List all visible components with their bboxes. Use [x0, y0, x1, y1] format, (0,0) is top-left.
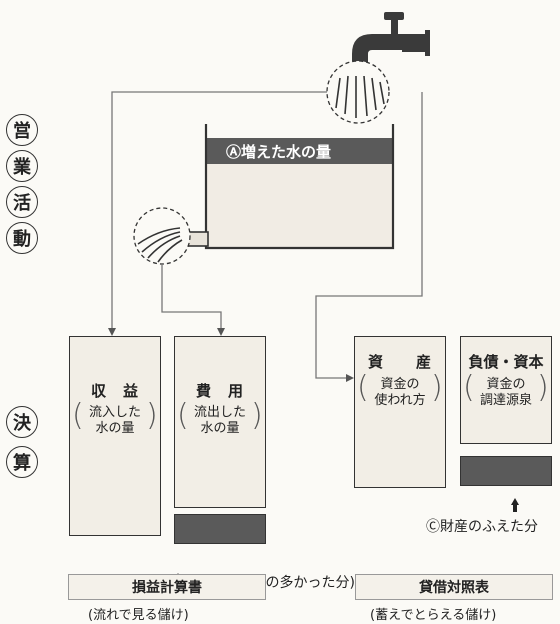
expense-title: 費 用 — [195, 382, 244, 400]
equity-increase-bar — [460, 456, 552, 486]
balance-sheet-label: 貸借対照表 — [355, 574, 553, 600]
revenue-sub: 流入した 水の量 — [88, 405, 141, 436]
assets-box: 資 産 ( 資金の 使われ方 ) — [354, 336, 446, 488]
water-stream-icon — [335, 75, 385, 118]
equity-increase-caption: Ⓒ財産のふえた分 — [426, 519, 538, 535]
activity-char-1: 営 — [6, 114, 38, 146]
activity-char-4: 動 — [6, 222, 38, 254]
liabilities-title: 負債・資本 — [468, 353, 544, 371]
expense-sub: 流出した 水の量 — [193, 405, 246, 436]
outflow-spray-icon — [137, 227, 183, 263]
assets-sub: 資金の 使われ方 — [374, 377, 426, 408]
income-statement-label: 損益計算書 — [68, 574, 266, 600]
liabilities-sub: 資金の 調達源泉 — [479, 377, 532, 408]
activity-char-2: 業 — [6, 150, 38, 182]
profit-bar — [174, 514, 266, 544]
balance-sheet-description: (蓄えでとらえる儲け) — [370, 608, 497, 623]
water-tank — [204, 124, 395, 250]
inflow-circle — [326, 60, 390, 124]
revenue-box: 収 益 ( 流入した 水の量 ) — [69, 336, 161, 536]
settlement-char-2: 算 — [6, 446, 38, 478]
activity-char-3: 活 — [6, 186, 38, 218]
expense-box: 費 用 ( 流出した 水の量 ) — [174, 336, 266, 508]
tank-label: Ⓐ増えた水の量 — [226, 143, 332, 161]
assets-title: 資 産 — [367, 353, 432, 371]
liabilities-box: 負債・資本 ( 資金の 調達源泉 ) — [460, 336, 552, 444]
faucet-icon — [352, 12, 430, 70]
revenue-title: 収 益 — [90, 382, 139, 400]
settlement-char-1: 決 — [6, 406, 38, 438]
income-statement-description: (流れで見る儲け) — [88, 608, 189, 623]
